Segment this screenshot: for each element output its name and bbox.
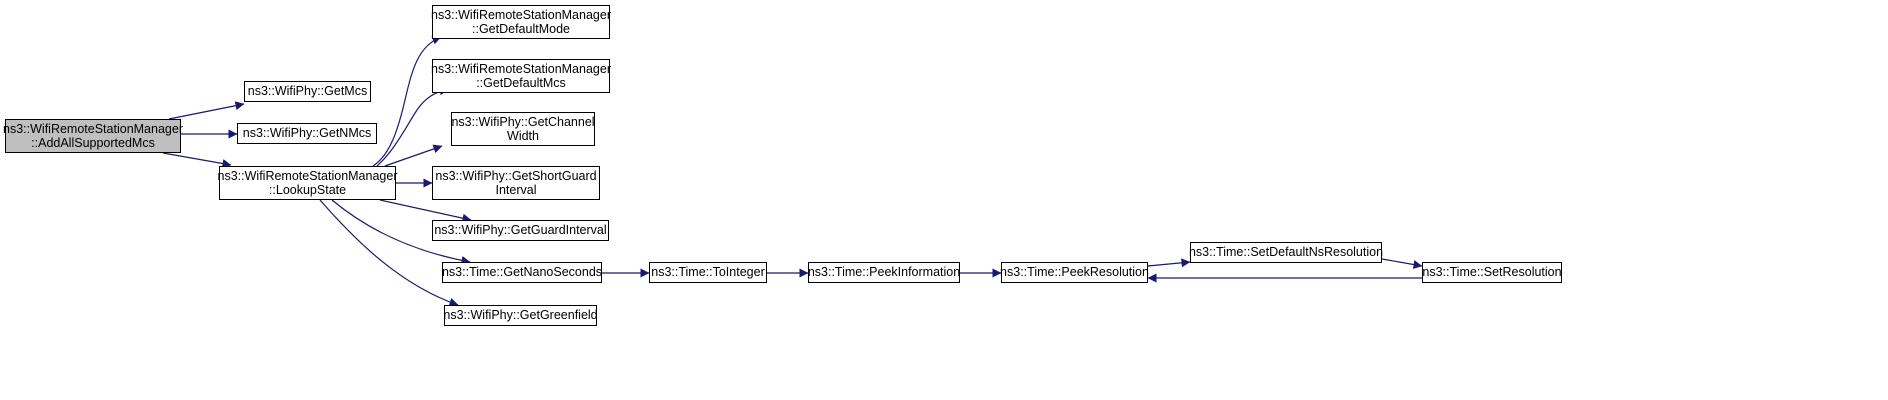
edge-n0-n3: [162, 152, 232, 168]
graph-node-label: ns3::Time::ToInteger: [651, 265, 765, 280]
graph-node[interactable]: ns3::WifiPhy::GetNMcs: [237, 123, 377, 144]
edge-n13-n14: [1147, 258, 1191, 268]
graph-node-label: ns3::Time::SetDefaultNsResolution: [1188, 245, 1384, 260]
graph-node[interactable]: ns3::Time::PeekInformation: [808, 262, 960, 283]
graph-node[interactable]: ns3::WifiPhy::GetGreenfield: [443, 305, 598, 326]
graph-node-label: Interval: [495, 183, 537, 197]
graph-node-label: ns3::WifiPhy::GetGreenfield: [443, 308, 598, 323]
graph-node-root[interactable]: ns3::WifiRemoteStationManager::AddAllSup…: [3, 119, 183, 153]
graph-node-label: ns3::Time::GetNanoSeconds: [441, 265, 603, 280]
graph-node-label: ::GetDefaultMode: [472, 22, 570, 36]
graph-node-label: ::LookupState: [268, 183, 347, 197]
graph-node-label: ns3::WifiPhy::GetMcs: [247, 84, 368, 99]
graph-node-label: ns3::WifiRemoteStationManager: [431, 61, 611, 76]
graph-node-label: ns3::WifiPhy::GetChannel: [451, 114, 595, 129]
edge-n14-n15: [1381, 258, 1423, 269]
graph-node[interactable]: ns3::WifiRemoteStationManager::GetDefaul…: [431, 5, 611, 39]
graph-node[interactable]: ns3::Time::GetNanoSeconds: [442, 262, 602, 283]
graph-node-label: Width: [507, 129, 539, 143]
graph-node[interactable]: ns3::Time::PeekResolution: [1000, 262, 1149, 283]
graph-node-label: ::AddAllSupportedMcs: [31, 136, 155, 150]
edge-n3-n10: [319, 199, 459, 307]
graph-node[interactable]: ns3::WifiRemoteStationManager::LookupSta…: [217, 166, 398, 200]
graph-node-label: ::GetDefaultMcs: [476, 76, 566, 90]
graph-node-label: ns3::Time::PeekResolution: [1000, 265, 1149, 280]
edge-n3-n6: [384, 144, 443, 167]
graph-node-label: ns3::Time::SetResolution: [1422, 265, 1562, 280]
edge-n3-n8: [379, 199, 472, 223]
graph-node-label: ns3::WifiPhy::GetNMcs: [242, 126, 372, 141]
graph-node-label: ns3::WifiRemoteStationManager: [3, 121, 183, 136]
graph-node[interactable]: ns3::Time::ToInteger: [649, 262, 767, 283]
edge-n0-n1: [168, 101, 245, 120]
edge-n3-n4: [372, 35, 442, 167]
graph-node[interactable]: ns3::WifiPhy::GetMcs: [244, 81, 371, 102]
edge-n3-n9: [331, 199, 471, 265]
graph-node-label: ns3::Time::PeekInformation: [807, 265, 961, 280]
graph-node[interactable]: ns3::WifiRemoteStationManager::GetDefaul…: [431, 59, 611, 93]
graph-node[interactable]: ns3::WifiPhy::GetGuardInterval: [432, 220, 609, 241]
graph-node-label: ns3::WifiPhy::GetGuardInterval: [434, 223, 607, 238]
graph-node[interactable]: ns3::Time::SetDefaultNsResolution: [1188, 242, 1384, 263]
edge-n3-n5: [376, 86, 449, 167]
graph-node-label: ns3::WifiRemoteStationManager: [431, 7, 611, 22]
graph-node[interactable]: ns3::Time::SetResolution: [1422, 262, 1562, 283]
graph-node-label: ns3::WifiRemoteStationManager: [217, 168, 398, 183]
graph-node-label: ns3::WifiPhy::GetShortGuard: [435, 168, 597, 183]
